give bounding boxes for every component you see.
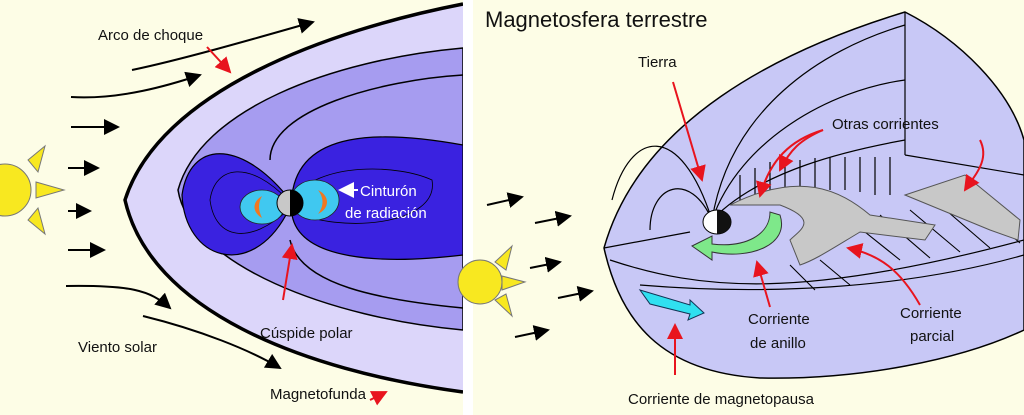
label-partial-current-2: parcial	[910, 328, 954, 345]
right-panel-title: Magnetosfera terrestre	[485, 7, 708, 32]
label-bow-shock: Arco de choque	[98, 27, 203, 44]
right-red-pointers	[667, 81, 985, 375]
label-other-currents: Otras corrientes	[832, 116, 939, 133]
label-radiation-belt-2: de radiación	[345, 205, 427, 222]
label-earth: Tierra	[638, 54, 677, 71]
tail-current-arrow	[903, 174, 1021, 241]
left-red-pointers	[206, 46, 388, 406]
sun-icon	[0, 144, 66, 236]
label-solar-wind: Viento solar	[78, 339, 157, 356]
partial-current-arrow	[729, 185, 936, 266]
cutaway-edges	[603, 12, 1024, 291]
label-radiation-belt-1: Cinturón	[360, 183, 417, 200]
belt-core-right	[318, 190, 327, 214]
panel-divider	[463, 0, 473, 415]
label-ring-current-1: Corriente	[748, 311, 810, 328]
right-panel: Magnetosfera terrestre	[457, 7, 1024, 408]
field-lines-3d	[611, 24, 906, 231]
left-panel: Arco de choque Cinturón de radiación Cús…	[0, 2, 464, 406]
current-sheet-hatching	[739, 157, 891, 200]
bow-shock-line	[123, 2, 464, 394]
label-partial-current-1: Corriente	[900, 305, 962, 322]
label-magnetopause-current: Corriente de magnetopausa	[628, 391, 815, 408]
solar-wind-arrows-right	[486, 192, 594, 341]
solar-wind-arrows	[65, 18, 315, 370]
inner-field-lines	[209, 168, 433, 234]
sun-right-icon	[457, 244, 527, 318]
label-polar-cusp: Cúspide polar	[260, 325, 353, 342]
ring-current-arrow	[691, 211, 783, 261]
label-magnetosheath: Magnetofunda	[270, 386, 367, 403]
belt-core-left	[254, 196, 262, 218]
label-ring-current-2: de anillo	[750, 335, 806, 352]
magnetopause-current-arrow	[638, 289, 705, 321]
